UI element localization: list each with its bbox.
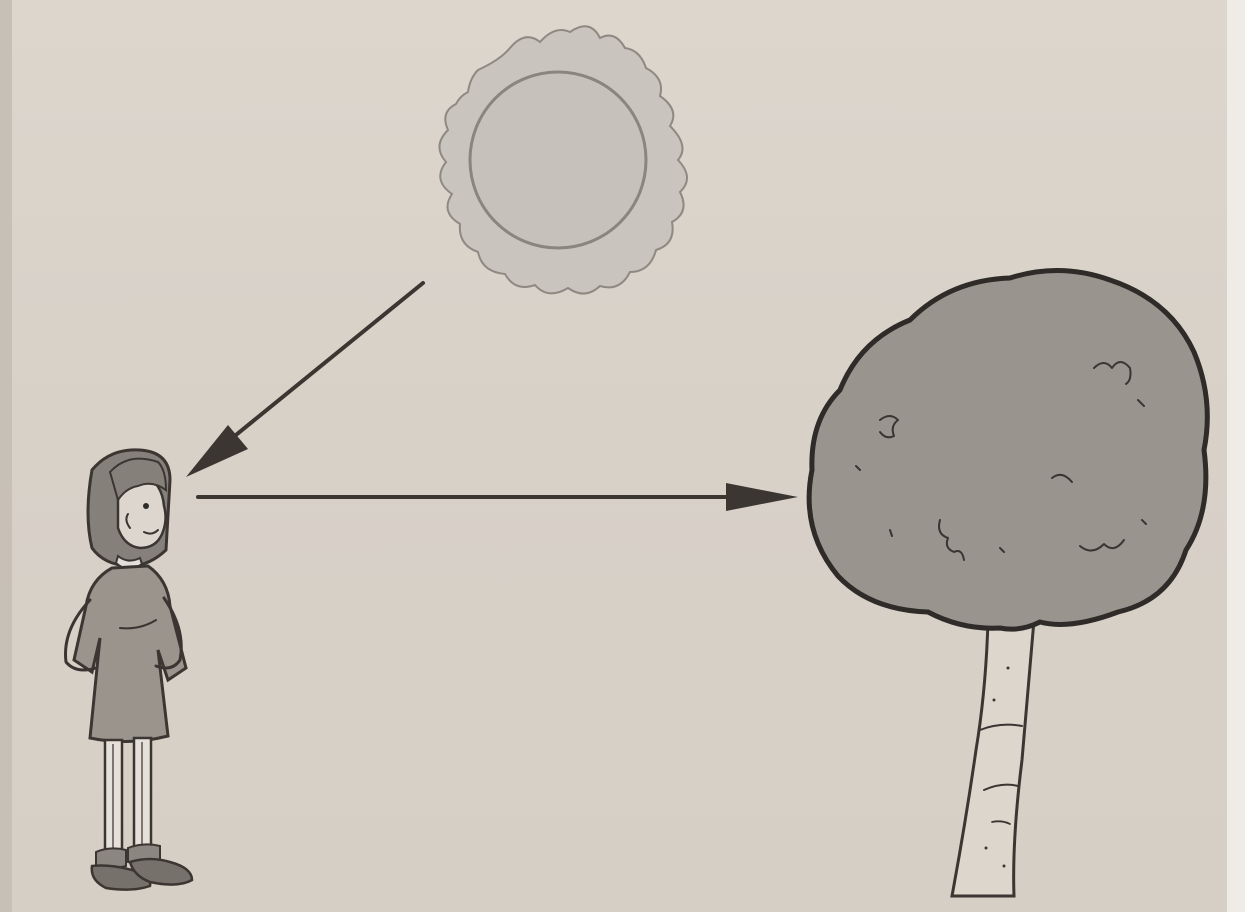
sun-icon (439, 26, 687, 293)
arrow-girl-to-tree (198, 483, 798, 511)
arrow-sun-to-girl (186, 283, 423, 477)
girl-figure (66, 450, 193, 890)
tree-figure (809, 270, 1207, 896)
